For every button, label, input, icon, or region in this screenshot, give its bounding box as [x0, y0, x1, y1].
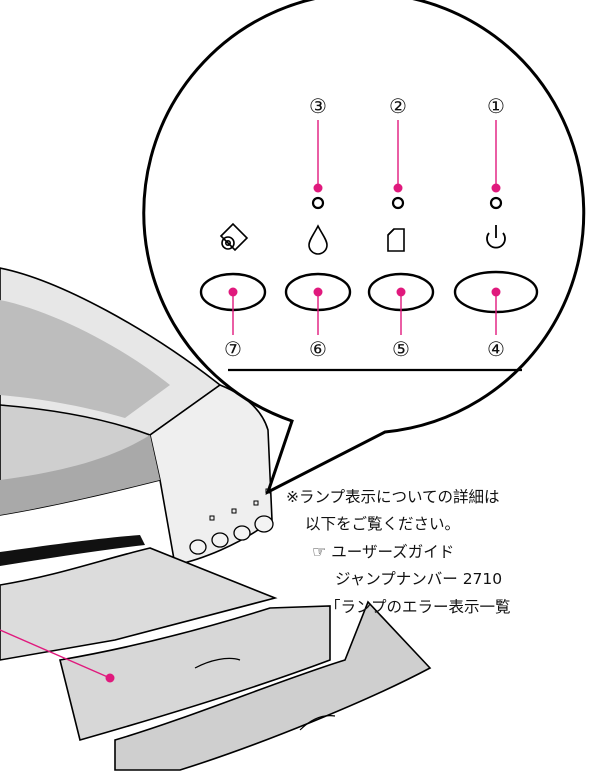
note-ref-line: ☞ ユーザーズガイド [312, 544, 454, 561]
indicator-number-2: ② [389, 94, 407, 118]
note-line-1: ※ランプ表示についての詳細は [286, 488, 500, 506]
printer-illustration [0, 267, 432, 771]
note-line-2: 以下をご覧ください。 [305, 515, 461, 533]
note-line-5: 「ランプのエラー表示一覧 [325, 598, 511, 616]
button-number-7: ⑦ [224, 337, 242, 361]
power-icon [486, 225, 506, 249]
indicator-lamps [311, 120, 503, 210]
ink-drop-icon [308, 224, 328, 255]
callout-bubble [142, 0, 586, 496]
indicator-lamp-3 [311, 196, 325, 210]
button-number-6: ⑥ [309, 337, 327, 361]
indicator-number-1: ① [487, 94, 505, 118]
tray-pointer-dot [105, 673, 115, 683]
note-line-3: ユーザーズガイド [331, 543, 455, 561]
paper-button[interactable] [367, 272, 435, 335]
ink-button[interactable] [284, 272, 352, 335]
indicator-number-3: ③ [309, 94, 327, 118]
roll-paper-button[interactable] [199, 272, 267, 335]
printer-buttons [189, 488, 274, 555]
paper-sheet-icon [387, 228, 405, 252]
indicator-lamp-3-pointer [313, 183, 323, 193]
power-button[interactable] [453, 270, 539, 335]
indicator-lamp-2 [391, 196, 405, 210]
button-number-4: ④ [487, 337, 505, 361]
roll-paper-icon [219, 222, 249, 252]
indicator-lamp-2-pointer [393, 183, 403, 193]
reference-icon: ☞ [312, 542, 327, 561]
indicator-lamp-1 [489, 196, 503, 210]
indicator-lamp-1-pointer [491, 183, 501, 193]
note-line-4: ジャンプナンバー 2710 [335, 570, 503, 588]
button-number-5: ⑤ [392, 337, 410, 361]
